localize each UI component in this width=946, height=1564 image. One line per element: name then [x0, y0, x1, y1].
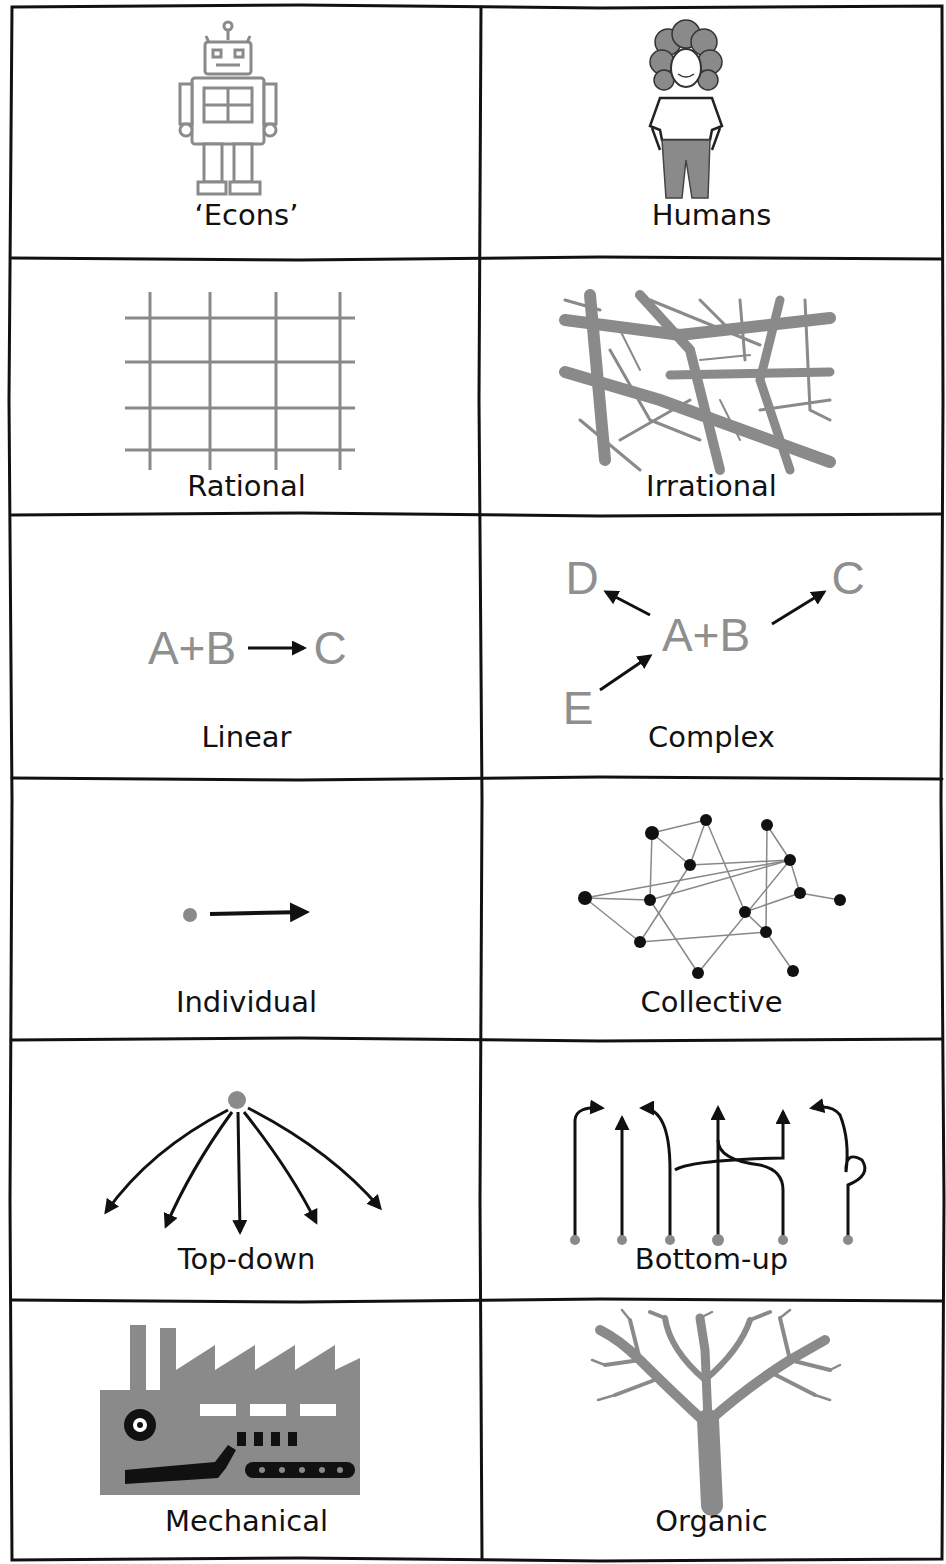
cell-label: Humans — [481, 198, 942, 233]
cell-label: Linear — [12, 720, 481, 755]
formula-letter: A+B — [662, 612, 750, 658]
human-figure — [650, 20, 722, 198]
irrational-street-map — [565, 295, 830, 470]
cell-label: Individual — [12, 985, 481, 1020]
top-down-arrows — [106, 1091, 380, 1232]
formula-letter: E — [563, 685, 594, 731]
bottom-up-cell: Bottom-up — [481, 1040, 942, 1300]
collective-network — [578, 814, 846, 979]
cell-label: Rational — [12, 469, 481, 504]
factory-illustration — [100, 1325, 360, 1495]
formula-letter: A+B — [148, 625, 236, 671]
table-grid — [9, 5, 944, 1561]
irrational-cell: Irrational — [481, 258, 942, 515]
mechanical-cell: Mechanical — [12, 1300, 481, 1560]
top-down-cell: Top-down — [12, 1040, 481, 1300]
organic-cell: Organic — [481, 1300, 942, 1560]
cell-label: Bottom-up — [481, 1242, 942, 1277]
tree-illustration — [592, 1310, 840, 1505]
cell-label: Mechanical — [12, 1504, 481, 1539]
cell-label: ‘Econs’ — [12, 198, 481, 233]
robot-figure — [180, 22, 276, 194]
econs-cell: ‘Econs’ — [12, 7, 481, 258]
humans-cell: Humans — [481, 7, 942, 258]
rational-grid — [125, 292, 355, 470]
cell-label: Collective — [481, 985, 942, 1020]
formula-letter: C — [313, 625, 346, 671]
individual-cell: Individual — [12, 778, 481, 1040]
rational-cell: Rational — [12, 258, 481, 515]
bottom-up-arrows — [570, 1107, 865, 1246]
formula-letter: C — [831, 555, 864, 601]
cell-label: Top-down — [12, 1242, 481, 1277]
cell-label: Complex — [481, 720, 942, 755]
individual-symbol — [183, 908, 306, 922]
cell-label: Irrational — [481, 469, 942, 504]
complex-arrows — [600, 592, 824, 690]
linear-cell: Linear — [12, 515, 481, 778]
collective-cell: Collective — [481, 778, 942, 1040]
linear-arrow — [248, 647, 304, 650]
cell-label: Organic — [481, 1504, 942, 1539]
formula-letter: D — [565, 555, 598, 601]
